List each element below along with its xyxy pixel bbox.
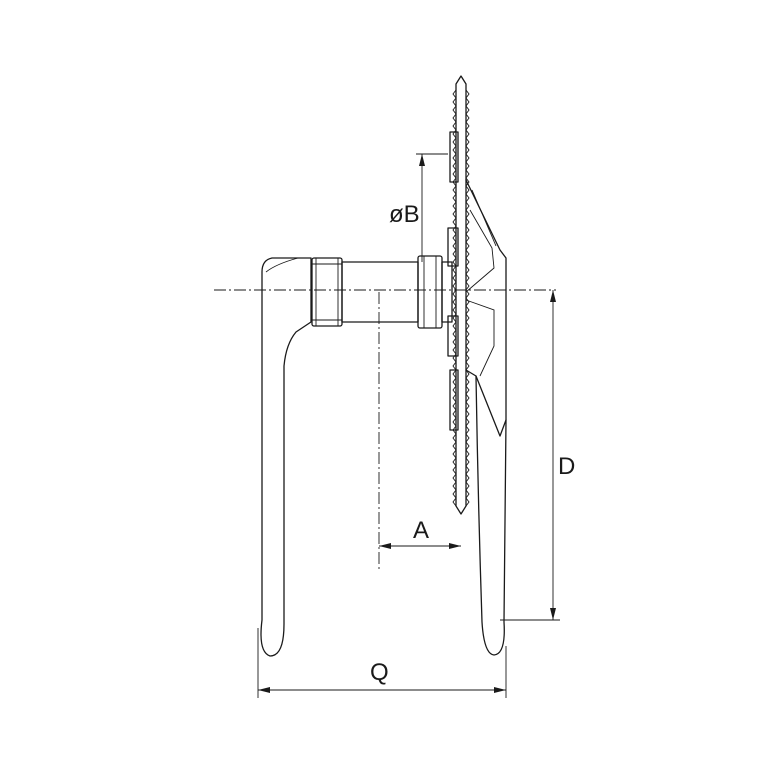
serrated-rosette-disc bbox=[447, 75, 470, 515]
label-diameter-b: øB bbox=[389, 201, 420, 228]
handle-lever bbox=[260, 257, 312, 657]
cover-backplate bbox=[465, 179, 507, 437]
dimension-diameter-b: øB bbox=[389, 153, 448, 262]
label-d: D bbox=[558, 453, 575, 480]
label-q: Q bbox=[370, 659, 389, 686]
outer-handle-lever bbox=[475, 375, 507, 656]
dimension-a: A bbox=[379, 517, 461, 549]
spindle bbox=[311, 255, 453, 329]
dimension-q: Q bbox=[257, 628, 507, 698]
label-a: A bbox=[413, 517, 429, 544]
dimension-d: D bbox=[500, 290, 575, 621]
